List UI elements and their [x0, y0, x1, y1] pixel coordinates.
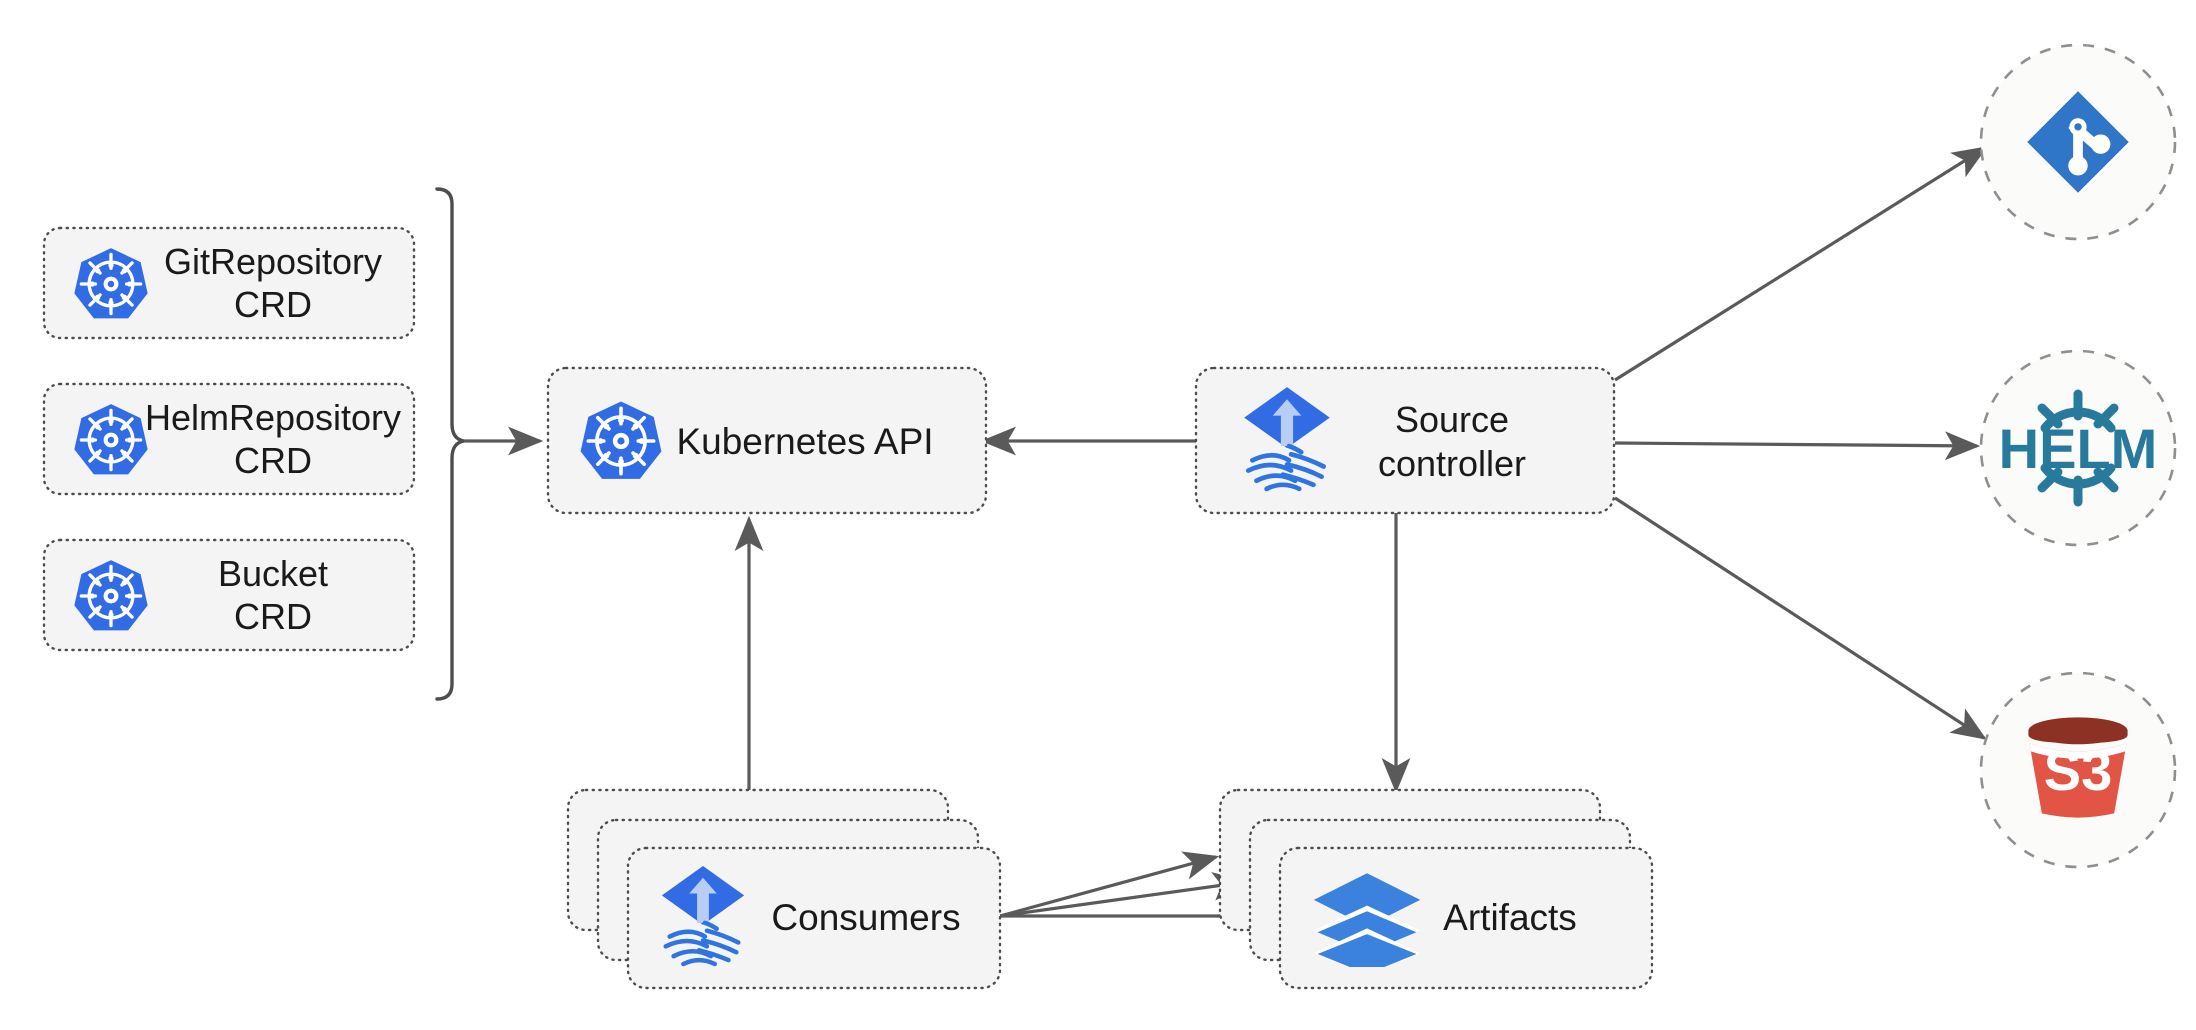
edge-consumers-to-artifacts-1	[999, 851, 1220, 918]
crd-helmrepository[interactable]: HelmRepository CRD	[42, 382, 416, 496]
endpoint-s3[interactable]: S3	[1979, 671, 2177, 869]
kubernetes-api-label: Kubernetes API	[676, 421, 933, 462]
crd-helmrepository-label-line2: CRD	[234, 440, 312, 481]
crd-gitrepository-label-line1: GitRepository	[164, 241, 382, 282]
crd-gitrepository[interactable]: GitRepository CRD	[42, 226, 416, 340]
crd-bucket[interactable]: Bucket CRD	[42, 538, 416, 652]
crd-bucket-label-line1: Bucket	[218, 553, 328, 594]
edge-source-controller-to-git	[1614, 146, 1988, 382]
edge-consumers-to-artifacts-2	[999, 872, 1249, 918]
s3-label: S3	[2044, 739, 2113, 802]
endpoint-helm[interactable]: HELM	[1979, 349, 2177, 547]
crd-bucket-label-line2: CRD	[234, 596, 312, 637]
source-controller-label-line1: Source	[1395, 399, 1509, 440]
artifacts-label: Artifacts	[1443, 897, 1577, 938]
node-kubernetes-api[interactable]: Kubernetes API	[546, 366, 988, 515]
source-controller-label-line2: controller	[1378, 443, 1526, 484]
edge-source-controller-to-s3	[1614, 496, 1987, 740]
consumers-label: Consumers	[771, 897, 960, 938]
helm-label: HELM	[1999, 417, 2158, 480]
crd-group-bracket	[435, 187, 465, 701]
node-source-controller[interactable]: Source controller	[1194, 366, 1616, 515]
edge-source-controller-to-helm	[1614, 431, 1981, 461]
crd-helmrepository-label-line1: HelmRepository	[145, 397, 401, 438]
crd-gitrepository-label-line2: CRD	[234, 284, 312, 325]
node-artifacts[interactable]: Artifacts	[1218, 788, 1654, 990]
endpoint-git[interactable]	[1979, 43, 2177, 241]
node-consumers[interactable]: Consumers	[566, 788, 1002, 990]
